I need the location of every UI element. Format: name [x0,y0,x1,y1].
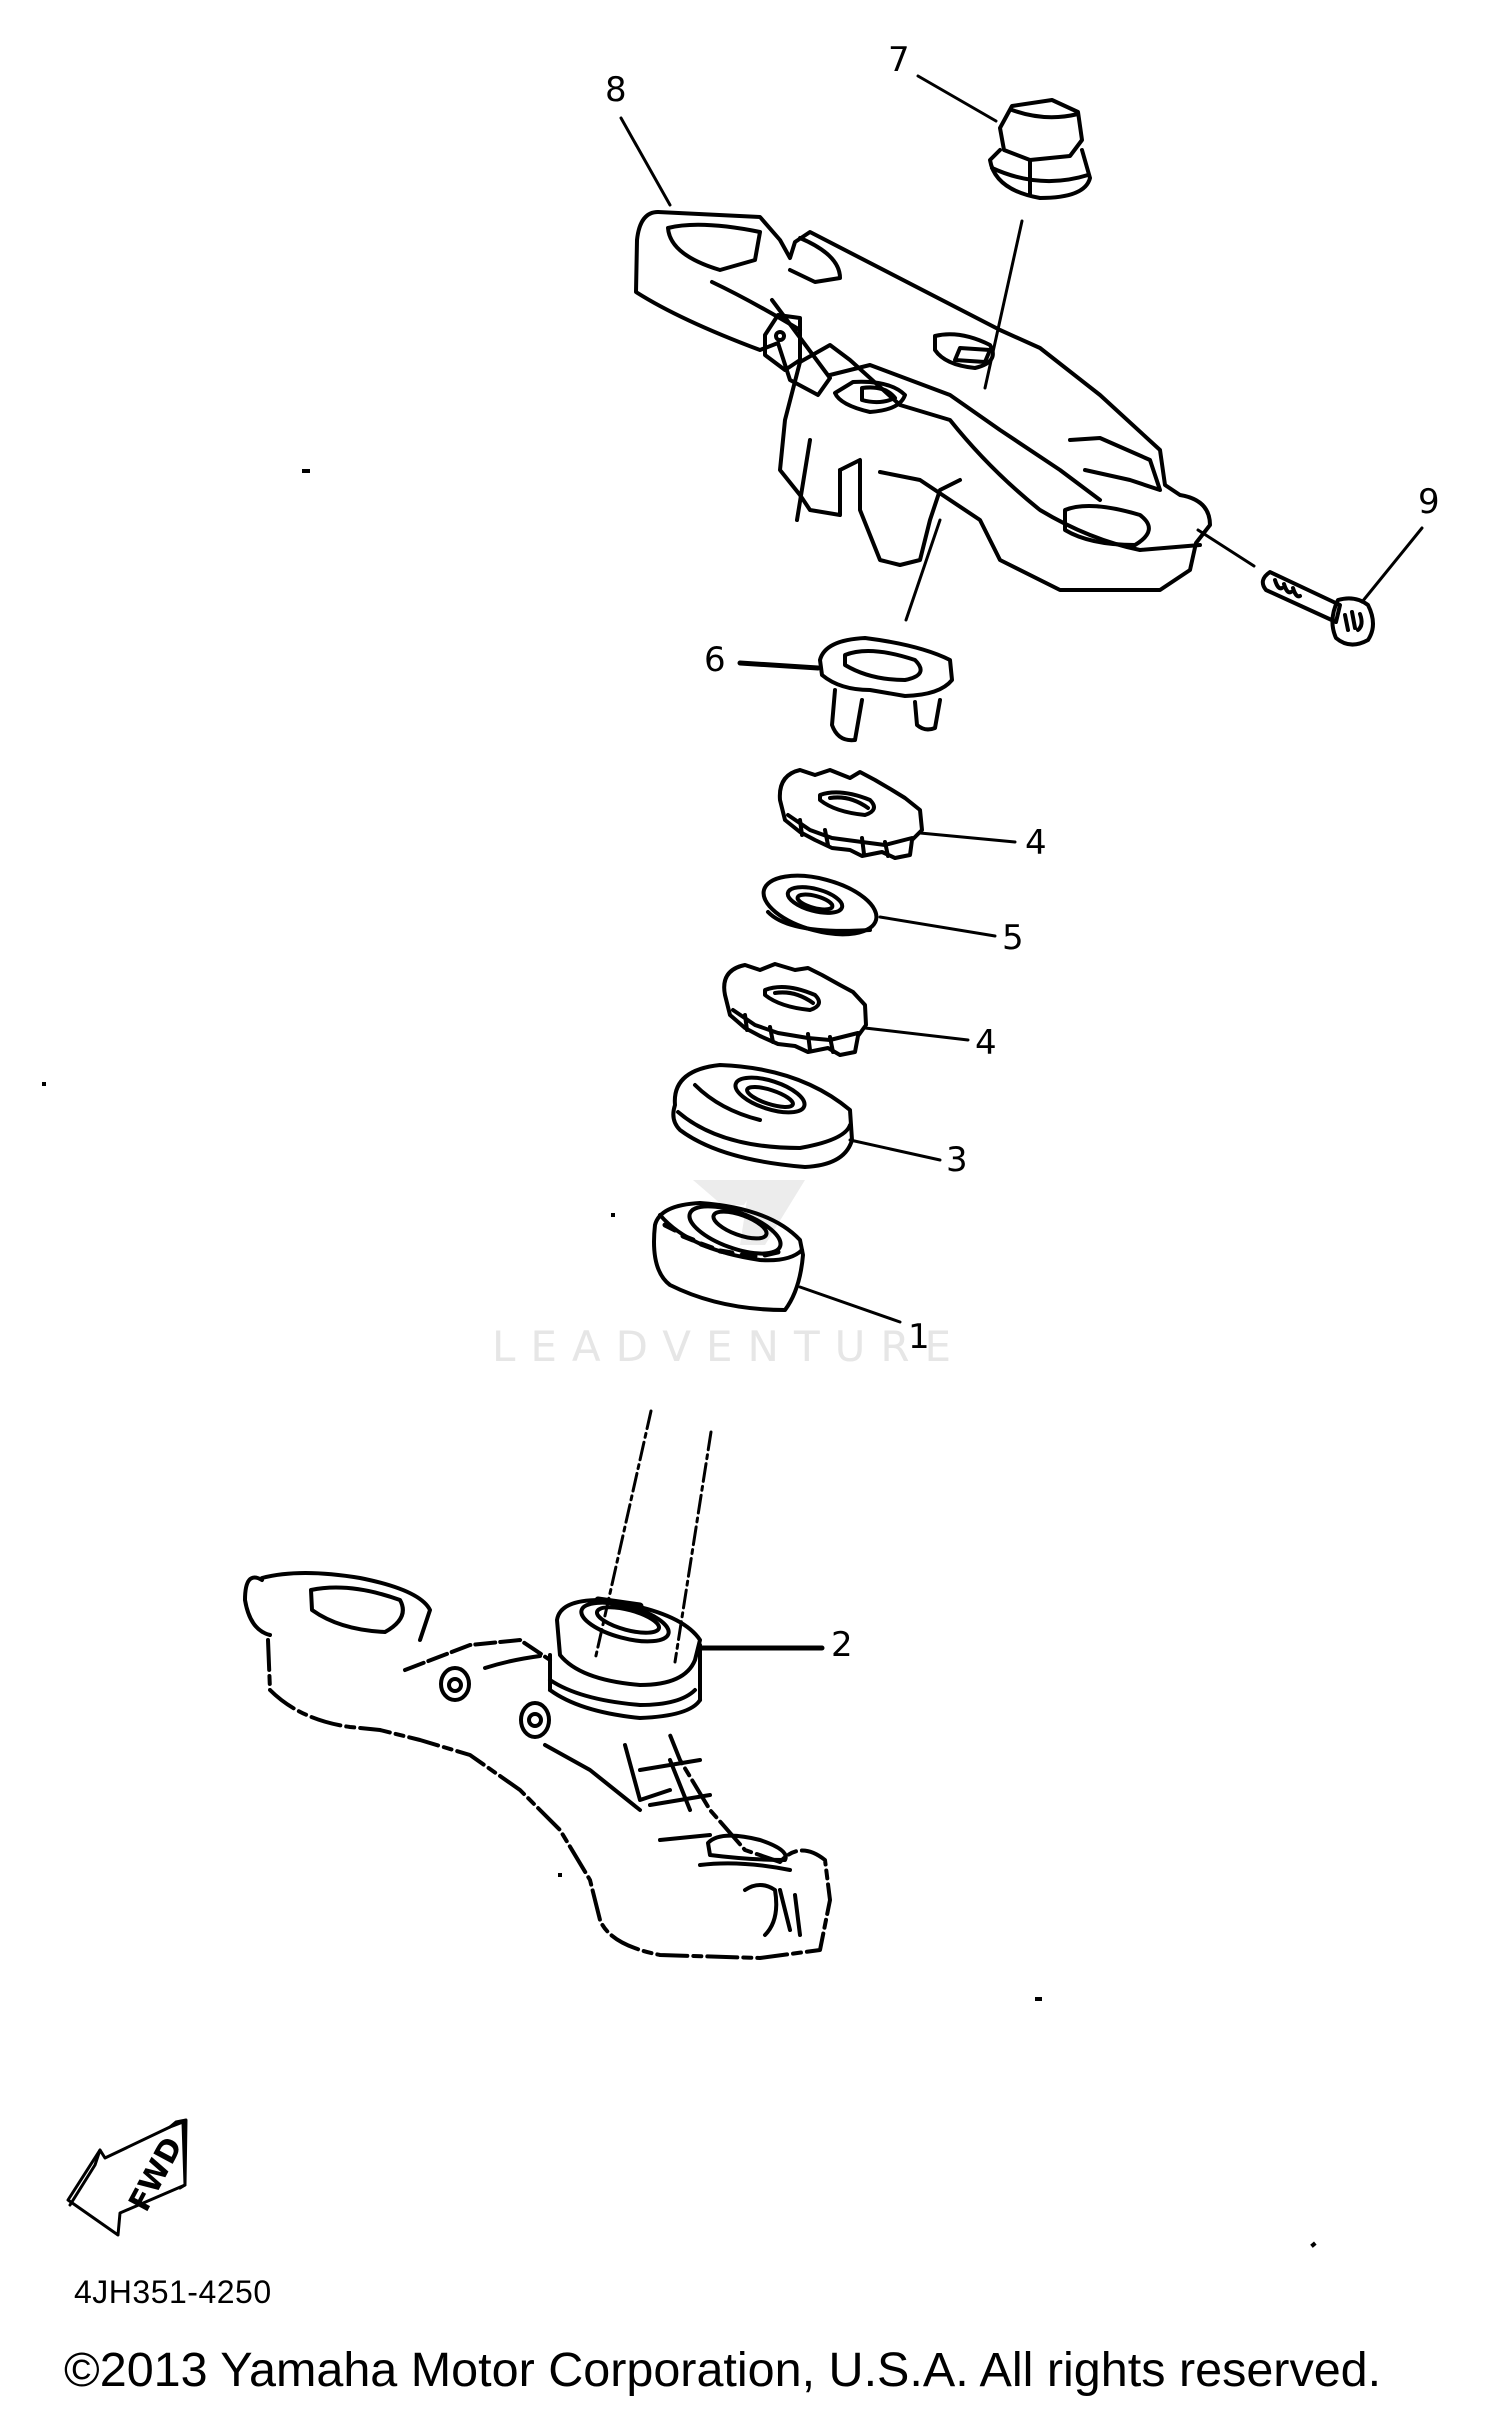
leader-line-5 [878,915,997,938]
leader-line-8 [619,116,672,207]
callout-4-lower: 4 [975,1023,997,1063]
callout-9: 9 [1418,482,1440,522]
forward-arrow-icon: FWD [66,2118,190,2237]
bearing-race-cover-icon [671,1063,854,1169]
alignment-line-9 [1196,528,1256,568]
callout-5: 5 [1002,918,1024,958]
leader-line-6 [737,660,821,671]
ring-nut-upper-icon [777,768,924,860]
callout-3: 3 [946,1140,968,1180]
watermark-text: LEADVENTURE [492,1322,967,1371]
callout-7: 7 [888,40,910,80]
lock-washer-icon [818,636,954,743]
leader-line-7 [916,74,998,123]
copyright-notice: ©2013 Yamaha Motor Corporation, U.S.A. A… [64,2343,1382,2397]
watermark-logo-icon [693,1180,805,1245]
scan-artifacts [42,469,1317,2248]
callout-2: 2 [831,1625,853,1665]
pinch-bolt-icon [1260,570,1375,647]
leader-line-4-lower [863,1026,970,1042]
callout-4-upper: 4 [1025,823,1047,863]
alignment-line-stem [904,518,942,622]
leader-line-9 [1360,526,1424,604]
leader-line-4-upper [918,831,1017,844]
callout-6: 6 [704,640,726,680]
bearing-icon [652,1201,805,1312]
callout-8: 8 [605,70,627,110]
lower-bearing-seal-icon [548,1596,702,1720]
leader-line-3 [848,1138,942,1162]
steering-stem-nut-icon [988,98,1092,200]
ring-nut-lower-icon [722,962,868,1057]
leader-line-1 [798,1285,902,1324]
lower-bracket-icon [243,1571,832,1960]
washer-icon [761,873,879,937]
callout-1: 1 [908,1317,930,1357]
upper-bracket-icon [634,210,1212,592]
diagram-part-code: 4JH351-4250 [74,2274,272,2310]
